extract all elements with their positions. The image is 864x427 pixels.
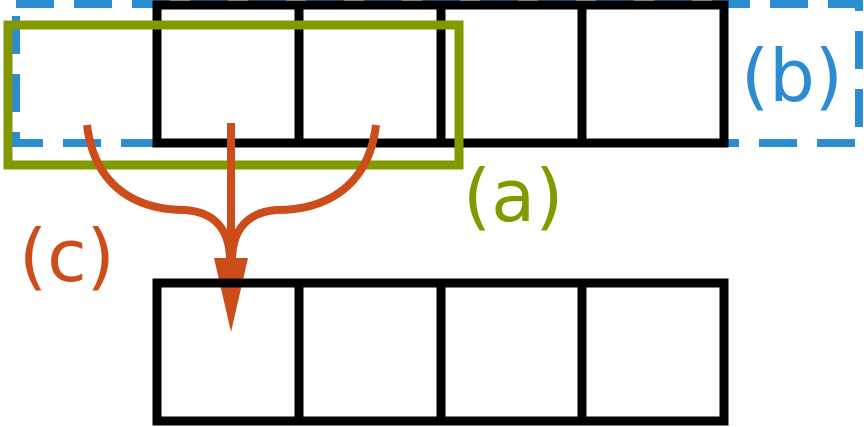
bottom-cell-row [152, 278, 729, 426]
arrow-left-branch [83, 124, 234, 259]
arrow-right-branch [228, 124, 380, 259]
aggregation-arrows-c [83, 123, 380, 262]
label-c: (c) [19, 214, 115, 298]
label-b: (b) [741, 34, 843, 118]
arrow-head-icon [214, 258, 248, 332]
label-a: (a) [463, 154, 563, 238]
